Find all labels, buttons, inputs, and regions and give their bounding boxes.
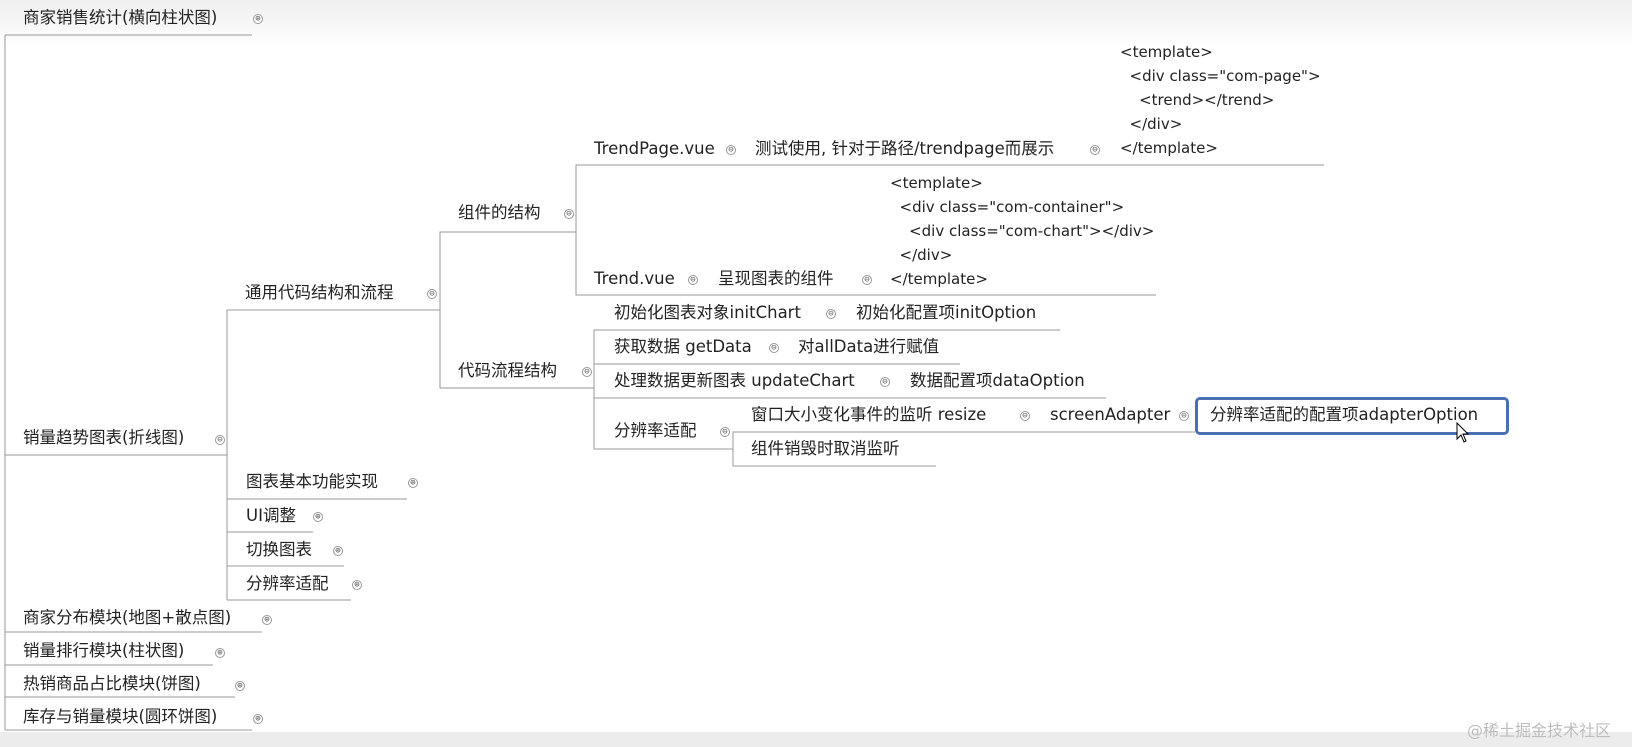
expand-sales-rank-icon[interactable]: ⊕	[215, 648, 225, 658]
node-trend-desc[interactable]: 呈现图表的组件	[718, 269, 834, 288]
category-stock-sales[interactable]: 库存与销量模块(圆环饼图)	[23, 707, 218, 726]
collapse-get-data-icon[interactable]: ⊖	[769, 343, 779, 353]
code-line: </div>	[890, 246, 953, 264]
bottom-bar	[0, 732, 1632, 747]
collapse-trendpage-desc-icon[interactable]: ⊖	[1090, 145, 1100, 155]
category-merchant-sales[interactable]: 商家销售统计(横向柱状图)	[23, 8, 218, 27]
node-get-data[interactable]: 获取数据 getData	[614, 337, 752, 356]
collapse-init-chart-icon[interactable]: ⊖	[826, 309, 836, 319]
collapse-code-flow-icon[interactable]: ⊖	[582, 367, 592, 377]
mouse-pointer-icon	[1456, 422, 1470, 443]
node-code-flow[interactable]: 代码流程结构	[458, 361, 557, 380]
node-data-option[interactable]: 数据配置项dataOption	[910, 371, 1085, 390]
expand-stock-sales-icon[interactable]: ⊕	[253, 714, 263, 724]
selected-node-frame[interactable]	[1195, 397, 1509, 435]
node-resolution[interactable]: 分辨率适配	[246, 574, 329, 593]
collapse-component-structure-icon[interactable]: ⊖	[564, 209, 574, 219]
code-line: <div class="com-page">	[1120, 67, 1321, 85]
code-line: </div>	[1120, 115, 1183, 133]
expand-merchant-sales-icon[interactable]: ⊕	[253, 14, 263, 24]
expand-resolution-icon[interactable]: ⊕	[352, 580, 362, 590]
category-hot-products[interactable]: 热销商品占比模块(饼图)	[23, 674, 201, 693]
node-flow-resolution[interactable]: 分辨率适配	[614, 421, 697, 440]
node-update-chart[interactable]: 处理数据更新图表 updateChart	[614, 371, 855, 390]
collapse-trend-icon[interactable]: ⊖	[688, 275, 698, 285]
node-ui-adjust[interactable]: UI调整	[246, 506, 296, 525]
collapse-flow-resolution-icon[interactable]: ⊖	[720, 427, 730, 437]
node-adapter-option[interactable]: 分辨率适配的配置项adapterOption	[1210, 405, 1479, 424]
top-fade	[0, 0, 1632, 48]
code-line: <template>	[890, 174, 983, 192]
collapse-update-chart-icon[interactable]: ⊖	[880, 377, 890, 387]
category-merchant-distribution[interactable]: 商家分布模块(地图+散点图)	[23, 608, 232, 627]
node-screen-adapter[interactable]: screenAdapter	[1050, 405, 1171, 424]
node-init-option[interactable]: 初始化配置项initOption	[856, 303, 1037, 322]
node-component-structure[interactable]: 组件的结构	[458, 203, 541, 222]
collapse-sales-trend-icon[interactable]: ⊖	[215, 435, 225, 445]
collapse-trendpage-icon[interactable]: ⊖	[726, 145, 736, 155]
watermark: @稀土掘金技术社区	[1467, 721, 1612, 740]
collapse-screen-adapter-icon[interactable]: ⊖	[1179, 411, 1189, 421]
node-general-structure[interactable]: 通用代码结构和流程	[245, 283, 394, 302]
code-line: <div class="com-container">	[890, 198, 1125, 216]
node-trendpage-desc[interactable]: 测试使用, 针对于路径/trendpage而展示	[755, 139, 1055, 158]
node-init-chart[interactable]: 初始化图表对象initChart	[614, 303, 801, 322]
expand-basic-features-icon[interactable]: ⊕	[408, 478, 418, 488]
node-destroy-listen[interactable]: 组件销毁时取消监听	[751, 439, 900, 458]
expand-switch-chart-icon[interactable]: ⊕	[333, 546, 343, 556]
expand-hot-products-icon[interactable]: ⊕	[235, 681, 245, 691]
code-line: </template>	[890, 270, 988, 288]
code-line: <div class="com-chart"></div>	[890, 222, 1155, 240]
category-sales-rank[interactable]: 销量排行模块(柱状图)	[23, 641, 185, 660]
collapse-trend-desc-icon[interactable]: ⊖	[862, 275, 872, 285]
expand-merchant-distribution-icon[interactable]: ⊕	[262, 615, 272, 625]
collapse-resize-listen-icon[interactable]: ⊖	[1020, 411, 1030, 421]
node-assign-all[interactable]: 对allData进行赋值	[798, 337, 940, 356]
expand-ui-adjust-icon[interactable]: ⊕	[313, 512, 323, 522]
node-resize-listen[interactable]: 窗口大小变化事件的监听 resize	[751, 405, 987, 424]
node-trend-file[interactable]: Trend.vue	[594, 269, 675, 288]
node-basic-features[interactable]: 图表基本功能实现	[246, 472, 378, 491]
node-trendpage-file[interactable]: TrendPage.vue	[594, 139, 715, 158]
collapse-general-structure-icon[interactable]: ⊖	[427, 289, 437, 299]
node-switch-chart[interactable]: 切换图表	[246, 540, 312, 559]
code-line: </template>	[1120, 139, 1218, 157]
code-line: <trend></trend>	[1120, 91, 1275, 109]
code-line: <template>	[1120, 43, 1213, 61]
category-sales-trend[interactable]: 销量趋势图表(折线图)	[23, 428, 185, 447]
